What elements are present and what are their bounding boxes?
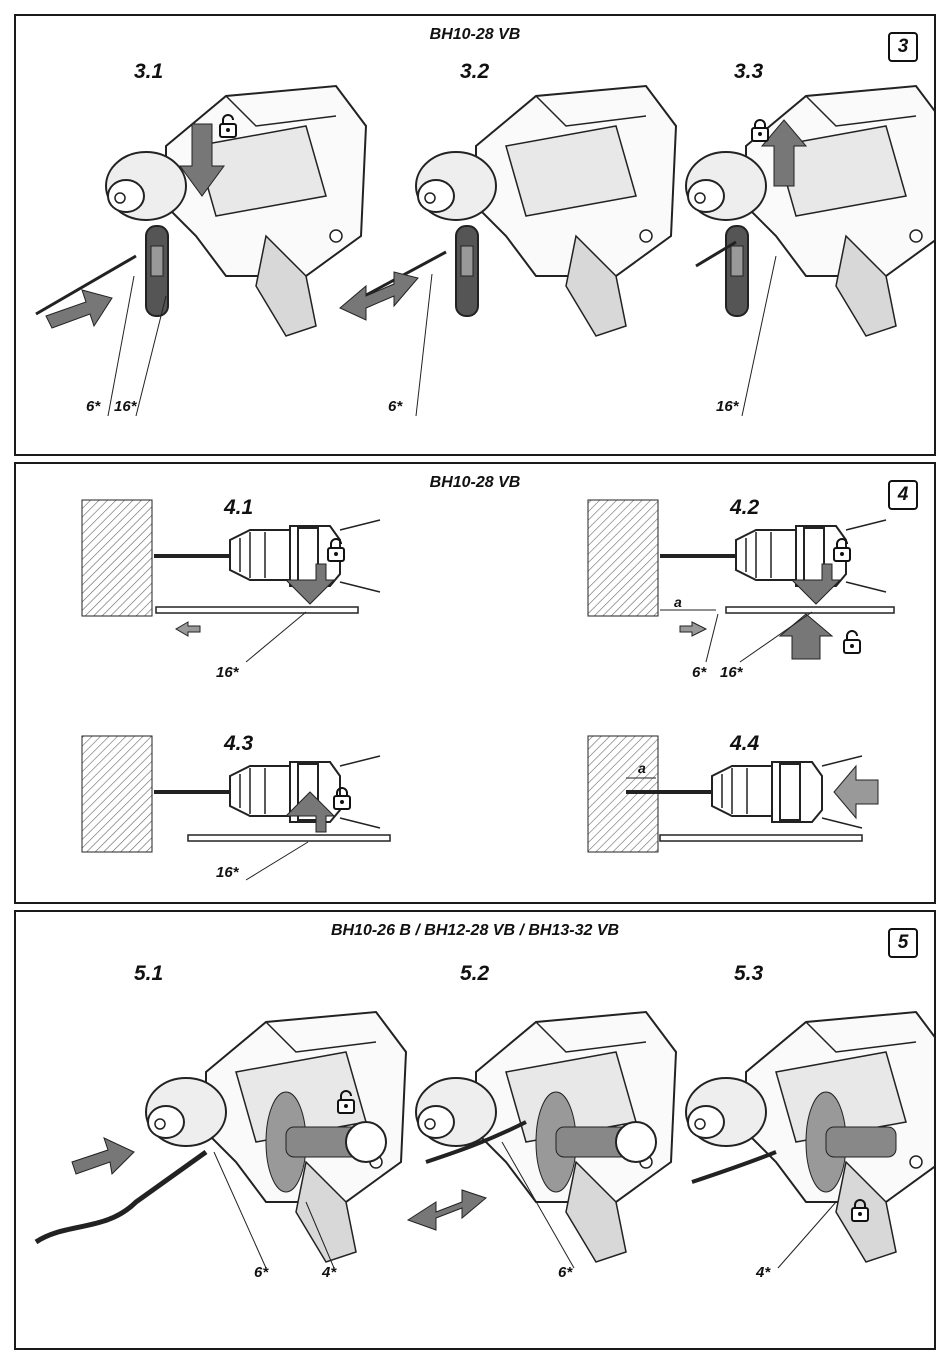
callout-label: 6* <box>388 398 402 415</box>
illustration-5 <box>16 912 934 1348</box>
callout-label: 16* <box>216 664 239 681</box>
wall-hatch <box>82 500 152 616</box>
arrow-icon <box>834 766 878 818</box>
arrow-icon <box>780 614 832 659</box>
callout-label: 6* <box>558 1264 572 1281</box>
arrow-icon <box>408 1190 486 1230</box>
lock-closed-icon <box>752 120 768 141</box>
rotary-hammer-drawing <box>686 86 934 336</box>
drill-bit <box>692 1152 776 1182</box>
side-handle <box>726 226 748 316</box>
lock-closed-icon <box>334 788 350 809</box>
callout-label: 6* <box>692 664 706 681</box>
callout-label: 16* <box>720 664 743 681</box>
callout-label: 16* <box>216 864 239 881</box>
arrow-icon <box>46 290 112 328</box>
dimension-label: a <box>638 760 646 776</box>
figure-panel-5: BH10-26 B / BH12-28 VB / BH13-32 VB 5 5.… <box>14 910 936 1350</box>
callout-label: 16* <box>716 398 739 415</box>
callout-label: 16* <box>114 398 137 415</box>
depth-stop <box>156 607 358 613</box>
callout-label: 4* <box>756 1264 770 1281</box>
dimension-label: a <box>674 594 682 610</box>
illustration-3 <box>16 16 934 454</box>
arrow-icon <box>680 622 706 636</box>
side-handle <box>456 226 478 316</box>
figure-panel-4: BH10-28 VB 4 4.1 4.2 4.3 4.4 <box>14 462 936 904</box>
wall-hatch <box>82 736 152 852</box>
wall-hatch <box>588 500 658 616</box>
arrow-icon <box>176 622 200 636</box>
lock-open-icon <box>844 631 860 653</box>
arrow-icon <box>340 272 418 320</box>
illustration-4 <box>16 464 934 902</box>
callout-label: 6* <box>254 1264 268 1281</box>
depth-stop <box>188 835 390 841</box>
callout-label: 6* <box>86 398 100 415</box>
depth-stop <box>660 835 862 841</box>
depth-stop <box>726 607 894 613</box>
figure-panel-3: BH10-28 VB 3 3.1 3.2 3.3 6* 16* 6* 16* <box>14 14 936 456</box>
callout-label: 4* <box>322 1264 336 1281</box>
arrow-icon <box>72 1138 134 1174</box>
